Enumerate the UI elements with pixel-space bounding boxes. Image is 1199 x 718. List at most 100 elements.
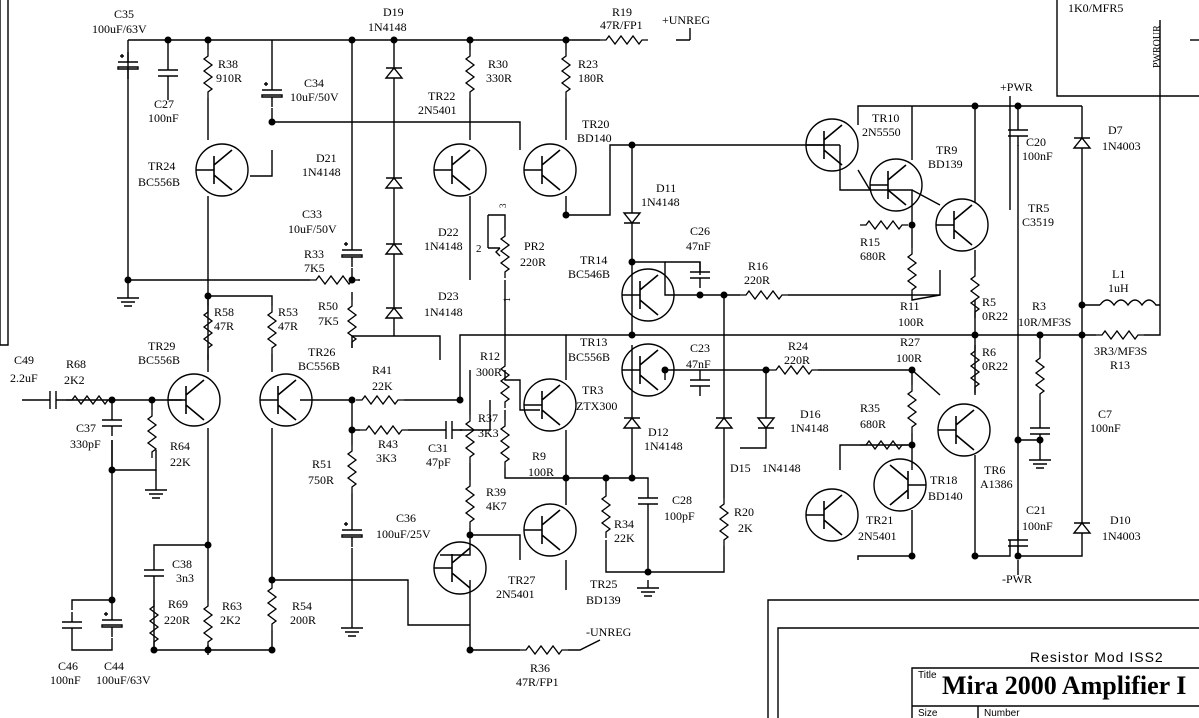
tr27-label: TR27 xyxy=(508,573,535,587)
c33-value: 10uF/50V xyxy=(288,222,337,236)
tr20-label: TR20 xyxy=(582,117,609,131)
c44-value: 100uF/63V xyxy=(96,673,151,687)
c46-value: 100nF xyxy=(50,673,81,687)
title-block-size-label: Size xyxy=(918,708,938,718)
d22-label: D22 xyxy=(438,225,459,239)
r16-value: 220R xyxy=(744,273,770,287)
r27-value: 100R xyxy=(896,351,922,365)
c46-label: C46 xyxy=(58,659,78,673)
d16-label: D16 xyxy=(800,407,821,421)
r51-value: 750R xyxy=(308,473,334,487)
r3-value: 10R/MF3S xyxy=(1018,315,1071,329)
r53-value: 47R xyxy=(278,319,298,333)
r24-label: R24 xyxy=(788,339,808,353)
c33-label: C33 xyxy=(302,207,322,221)
d15-label: D15 xyxy=(730,461,751,475)
c26-value: 47nF xyxy=(686,239,711,253)
r15-value: 680R xyxy=(860,249,886,263)
r11-label: R11 xyxy=(900,299,920,313)
tr26-value: BC556B xyxy=(298,359,340,373)
d15-value: 1N4148 xyxy=(762,461,801,475)
tr5-value: C3519 xyxy=(1022,215,1054,229)
tr24-value: BC556B xyxy=(138,175,180,189)
title-block-subtitle: Resistor Mod ISS2 xyxy=(1030,649,1164,665)
r15-label: R15 xyxy=(860,235,880,249)
r63-value: 2K2 xyxy=(220,613,241,627)
c7-value: 100nF xyxy=(1090,421,1121,435)
tr25-label: TR25 xyxy=(590,577,617,591)
c35-label: C35 xyxy=(114,7,134,21)
c49-label: C49 xyxy=(14,353,34,367)
r30-value: 330R xyxy=(486,71,512,85)
l1-label: L1 xyxy=(1112,267,1125,281)
d7-label: D7 xyxy=(1108,123,1123,137)
r37-label: R37 xyxy=(478,411,498,425)
component-labels: C35 100uF/63V C27 100nF R38 910R C34 10u… xyxy=(10,1,1163,689)
d10-label: D10 xyxy=(1110,513,1131,527)
pr2-label: PR2 xyxy=(524,239,545,253)
r53-label: R53 xyxy=(278,305,298,319)
c21-value: 100nF xyxy=(1022,519,1053,533)
tr22-label: TR22 xyxy=(428,89,455,103)
r58-value: 47R xyxy=(214,319,234,333)
c35-value: 100uF/63V xyxy=(92,22,147,36)
r11-value: 100R xyxy=(898,315,924,329)
r37-value: 3K3 xyxy=(478,426,499,440)
d12-label: D12 xyxy=(648,425,669,439)
tr21-value: 2N5401 xyxy=(858,529,897,543)
r54-value: 200R xyxy=(290,613,316,627)
c31-label: C31 xyxy=(428,441,448,455)
r39-label: R39 xyxy=(486,485,506,499)
r33-value: 7K5 xyxy=(304,261,325,275)
d21-value: 1N4148 xyxy=(302,165,341,179)
tr9-value: BD139 xyxy=(928,157,963,171)
c34-label: C34 xyxy=(304,76,324,90)
r6-value: 0R22 xyxy=(982,359,1008,373)
r64-value: 22K xyxy=(170,455,191,469)
pwr-neg-label: -PWR xyxy=(1002,572,1032,586)
d19-value: 1N4148 xyxy=(368,20,407,34)
d12-value: 1N4148 xyxy=(644,439,683,453)
r41-value: 22K xyxy=(372,379,393,393)
r19-value: 47R/FP1 xyxy=(600,18,643,32)
top-right-value: 1K0/MFR5 xyxy=(1068,1,1123,15)
r27-label: R27 xyxy=(900,335,920,349)
c27-label: C27 xyxy=(154,97,174,111)
c28-label: C28 xyxy=(672,493,692,507)
r5-value: 0R22 xyxy=(982,309,1008,323)
r24-value: 220R xyxy=(784,353,810,367)
r69-value: 220R xyxy=(164,613,190,627)
title-block xyxy=(767,599,1199,718)
components xyxy=(39,35,1160,655)
r50-value: 7K5 xyxy=(318,314,339,328)
title-block-title-label: Title xyxy=(918,670,937,681)
r38-label: R38 xyxy=(218,57,238,71)
d23-label: D23 xyxy=(438,289,459,303)
d21-label: D21 xyxy=(316,151,337,165)
r39-value: 4K7 xyxy=(486,499,507,513)
r13-label: R13 xyxy=(1110,358,1130,372)
c21-label: C21 xyxy=(1026,503,1046,517)
c26-label: C26 xyxy=(690,224,710,238)
r58-label: R58 xyxy=(214,305,234,319)
d16-value: 1N4148 xyxy=(790,421,829,435)
c28-value: 100pF xyxy=(664,509,695,523)
tr10-label: TR10 xyxy=(872,111,899,125)
c37-label: C37 xyxy=(76,421,96,435)
r36-value: 47R/FP1 xyxy=(516,675,559,689)
tr13-label: TR13 xyxy=(580,335,607,349)
pwrour-label: PWROUR xyxy=(1152,25,1163,68)
pwr-pos-label: +PWR xyxy=(1000,80,1033,94)
r43-label: R43 xyxy=(378,437,398,451)
c44-label: C44 xyxy=(104,659,124,673)
c20-label: C20 xyxy=(1026,135,1046,149)
c27-value: 100nF xyxy=(148,111,179,125)
tr14-value: BC546B xyxy=(568,267,610,281)
d22-value: 1N4148 xyxy=(424,239,463,253)
r64-label: R64 xyxy=(170,439,190,453)
r41-label: R41 xyxy=(372,363,392,377)
pr2-pin2: 2 xyxy=(476,243,482,255)
c36-value: 100uF/25V xyxy=(376,527,431,541)
c23-value: 47nF xyxy=(686,357,711,371)
